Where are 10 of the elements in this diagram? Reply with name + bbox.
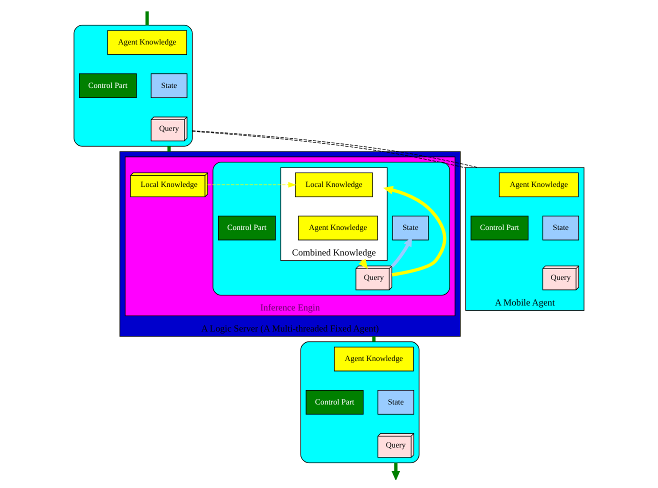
arrow [207, 182, 296, 188]
connector [167, 146, 171, 152]
cluster [212, 162, 450, 296]
arrow [390, 236, 412, 268]
cluster [74, 24, 193, 147]
arrow [392, 462, 400, 480]
arrow [383, 186, 446, 276]
connector [372, 336, 376, 342]
connector [145, 11, 149, 26]
cluster [300, 341, 420, 464]
